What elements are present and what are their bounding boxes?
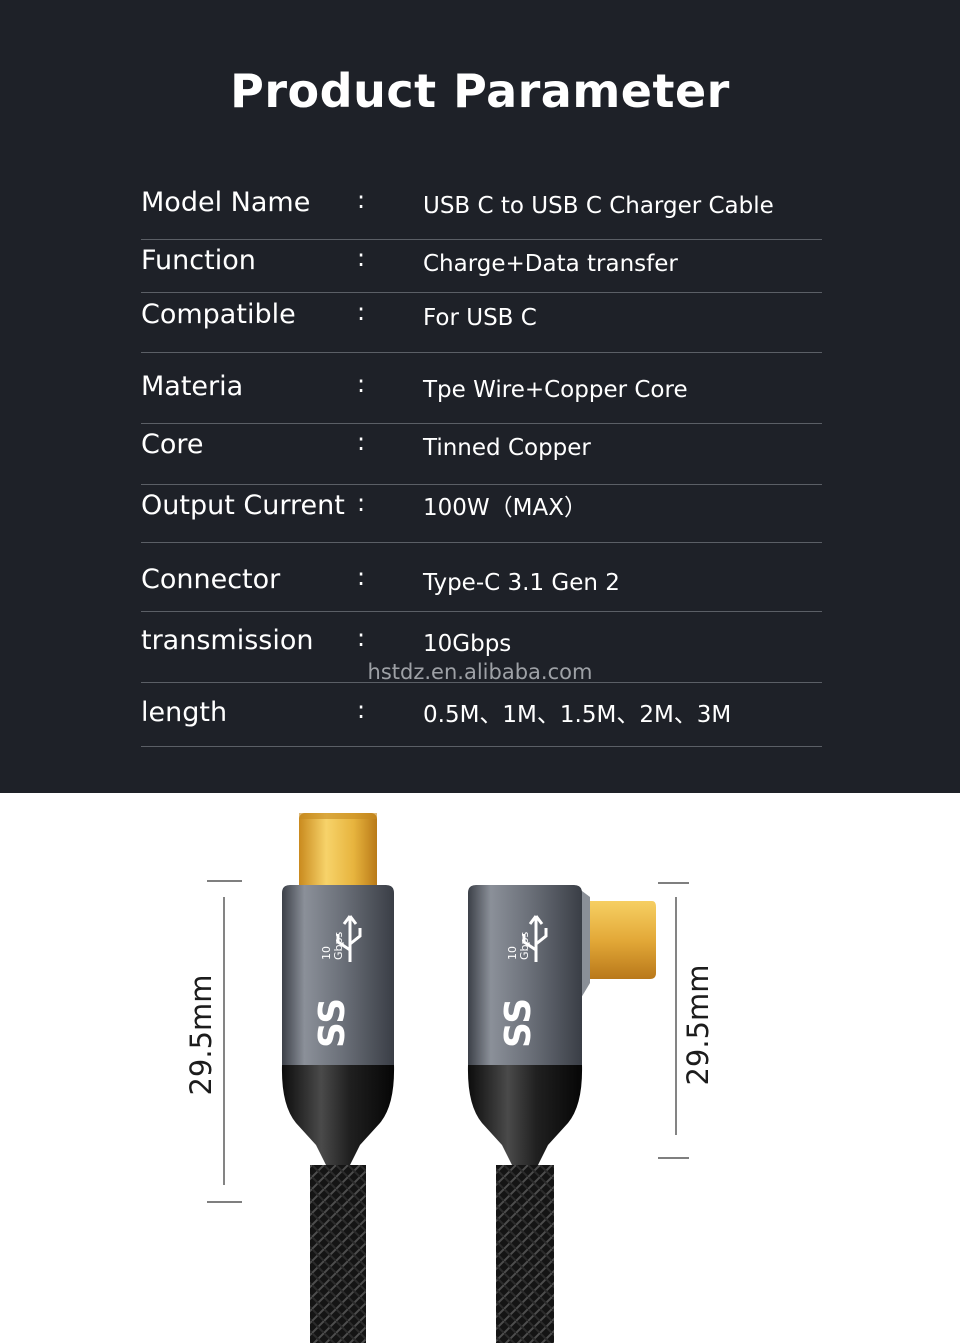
row-divider <box>141 292 822 293</box>
param-label: Model Name <box>141 187 311 218</box>
param-row-function: Function : Charge+Data transfer <box>141 242 822 282</box>
param-row-compatible: Compatible : For USB C <box>141 296 822 336</box>
param-colon: : <box>357 186 366 214</box>
param-colon: : <box>357 696 366 724</box>
param-label: Output Current <box>141 490 345 521</box>
cable-drawing: SS 10 Gbps SS 10 Gbps <box>207 813 689 1343</box>
row-divider <box>141 484 822 485</box>
param-value: Type-C 3.1 Gen 2 <box>423 570 620 596</box>
param-colon: : <box>357 428 366 456</box>
param-colon: : <box>357 244 366 272</box>
param-colon: : <box>357 563 366 591</box>
ss-logo-text: SS <box>312 998 353 1048</box>
row-divider <box>141 239 822 240</box>
right-dimension-marker <box>658 882 689 1159</box>
speed-unit: Gbps <box>332 932 345 960</box>
row-divider <box>141 423 822 424</box>
row-divider <box>141 542 822 543</box>
param-value: Tinned Copper <box>423 435 591 461</box>
param-value: For USB C <box>423 305 537 331</box>
param-label: transmission <box>141 625 314 656</box>
page-title: Product Parameter <box>230 64 730 118</box>
param-colon: : <box>357 370 366 398</box>
param-row-connector: Connector : Type-C 3.1 Gen 2 <box>141 561 822 601</box>
param-row-materia: Materia : Tpe Wire+Copper Core <box>141 368 822 408</box>
param-colon: : <box>357 624 366 652</box>
param-value: Tpe Wire+Copper Core <box>423 377 688 403</box>
param-row-transmission: transmission : 10Gbps <box>141 622 822 662</box>
speed-number: 10 <box>506 946 519 960</box>
row-divider <box>141 746 822 747</box>
param-value: Charge+Data transfer <box>423 251 678 277</box>
param-label: length <box>141 697 228 728</box>
param-label: Core <box>141 429 204 460</box>
watermark: hstdz.en.alibaba.com <box>367 660 593 684</box>
param-value: USB C to USB C Charger Cable <box>423 193 774 219</box>
param-row-output-current: Output Current : 100W（MAX） <box>141 487 822 527</box>
row-divider <box>141 352 822 353</box>
straight-usb-c-connector: SS 10 Gbps <box>281 813 395 1343</box>
param-value: 100W（MAX） <box>423 495 587 521</box>
row-divider <box>141 611 822 612</box>
param-value: 0.5M、1M、1.5M、2M、3M <box>423 702 732 728</box>
param-colon: : <box>357 298 366 326</box>
parameter-panel: Product Parameter Model Name : USB C to … <box>0 0 960 793</box>
speed-unit: Gbps <box>518 932 531 960</box>
ss-logo-text: SS <box>498 998 539 1048</box>
param-row-model-name: Model Name : USB C to USB C Charger Cabl… <box>141 184 822 224</box>
superspeed-logo-icon: SS 10 Gbps <box>312 915 362 1048</box>
param-label: Materia <box>141 371 244 402</box>
param-label: Function <box>141 245 256 276</box>
param-label: Connector <box>141 564 281 595</box>
right-dimension-label: 29.5mm <box>681 964 715 1086</box>
param-value: 10Gbps <box>423 631 512 657</box>
speed-number: 10 <box>320 946 333 960</box>
left-dimension-label: 29.5mm <box>184 974 218 1096</box>
superspeed-logo-icon: SS 10 Gbps <box>498 915 548 1048</box>
param-row-length: length : 0.5M、1M、1.5M、2M、3M <box>141 694 822 734</box>
param-row-core: Core : Tinned Copper <box>141 426 822 466</box>
param-label: Compatible <box>141 299 296 330</box>
param-colon: : <box>357 489 366 517</box>
left-dimension-marker <box>207 880 242 1203</box>
row-divider <box>141 682 822 683</box>
product-illustration: SS 10 Gbps SS 10 Gbps 29.5mm 29.5mm <box>0 793 960 1343</box>
right-angle-usb-c-connector: SS 10 Gbps <box>467 885 656 1343</box>
